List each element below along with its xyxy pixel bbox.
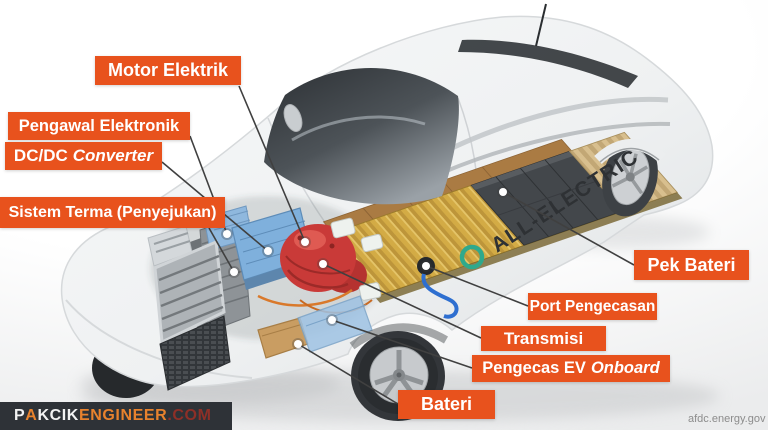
brand-letter-a: A (25, 407, 38, 424)
antenna (535, 3, 547, 47)
electric-traction-motor (280, 224, 367, 293)
upper-grille (153, 239, 226, 345)
roof-glass-band (458, 39, 638, 88)
source-credit: afdc.energy.gov (688, 413, 766, 425)
leader-pek-bateri (502, 191, 635, 266)
leader-lines (161, 85, 635, 405)
brand-letter-p: P (14, 407, 26, 424)
callout-dots (221, 186, 509, 350)
coolant-tanks (330, 217, 384, 301)
label-sistem-terma: Sistem Terma (Penyejukan) (0, 197, 225, 228)
label-pengawal-elektronik: Pengawal Elektronik (8, 112, 190, 140)
leader-motor-elektrik (238, 85, 306, 243)
leader-port-pengecasan (425, 265, 529, 307)
leader-sistem-terma (208, 227, 235, 273)
leader-transmisi (322, 263, 482, 339)
rear-fender-arch (594, 139, 666, 165)
brand-kcik: KCIK (37, 407, 79, 424)
teal-ring-logo (459, 244, 485, 270)
label-transmisi: Transmisi (481, 326, 606, 351)
brand-domain: .COM (167, 407, 212, 424)
charging-cable (421, 273, 459, 319)
rear-wheel (602, 139, 658, 217)
label-pek-bateri: Pek Bateri (634, 250, 749, 280)
windshield (264, 68, 459, 205)
leader-pengecas-ev (331, 319, 473, 369)
onboard-charger (297, 295, 373, 353)
label-port-pengecasan: Port Pengecasan (528, 293, 657, 320)
leader-bateri (297, 343, 399, 405)
chassis-frame (443, 96, 671, 174)
brand-engineer: ENGINEER (78, 407, 168, 424)
label-motor-elektrik: Motor Elektrik (95, 56, 241, 85)
side-mirror (283, 104, 303, 132)
lower-grille (159, 315, 231, 391)
label-bateri: Bateri (398, 390, 495, 419)
